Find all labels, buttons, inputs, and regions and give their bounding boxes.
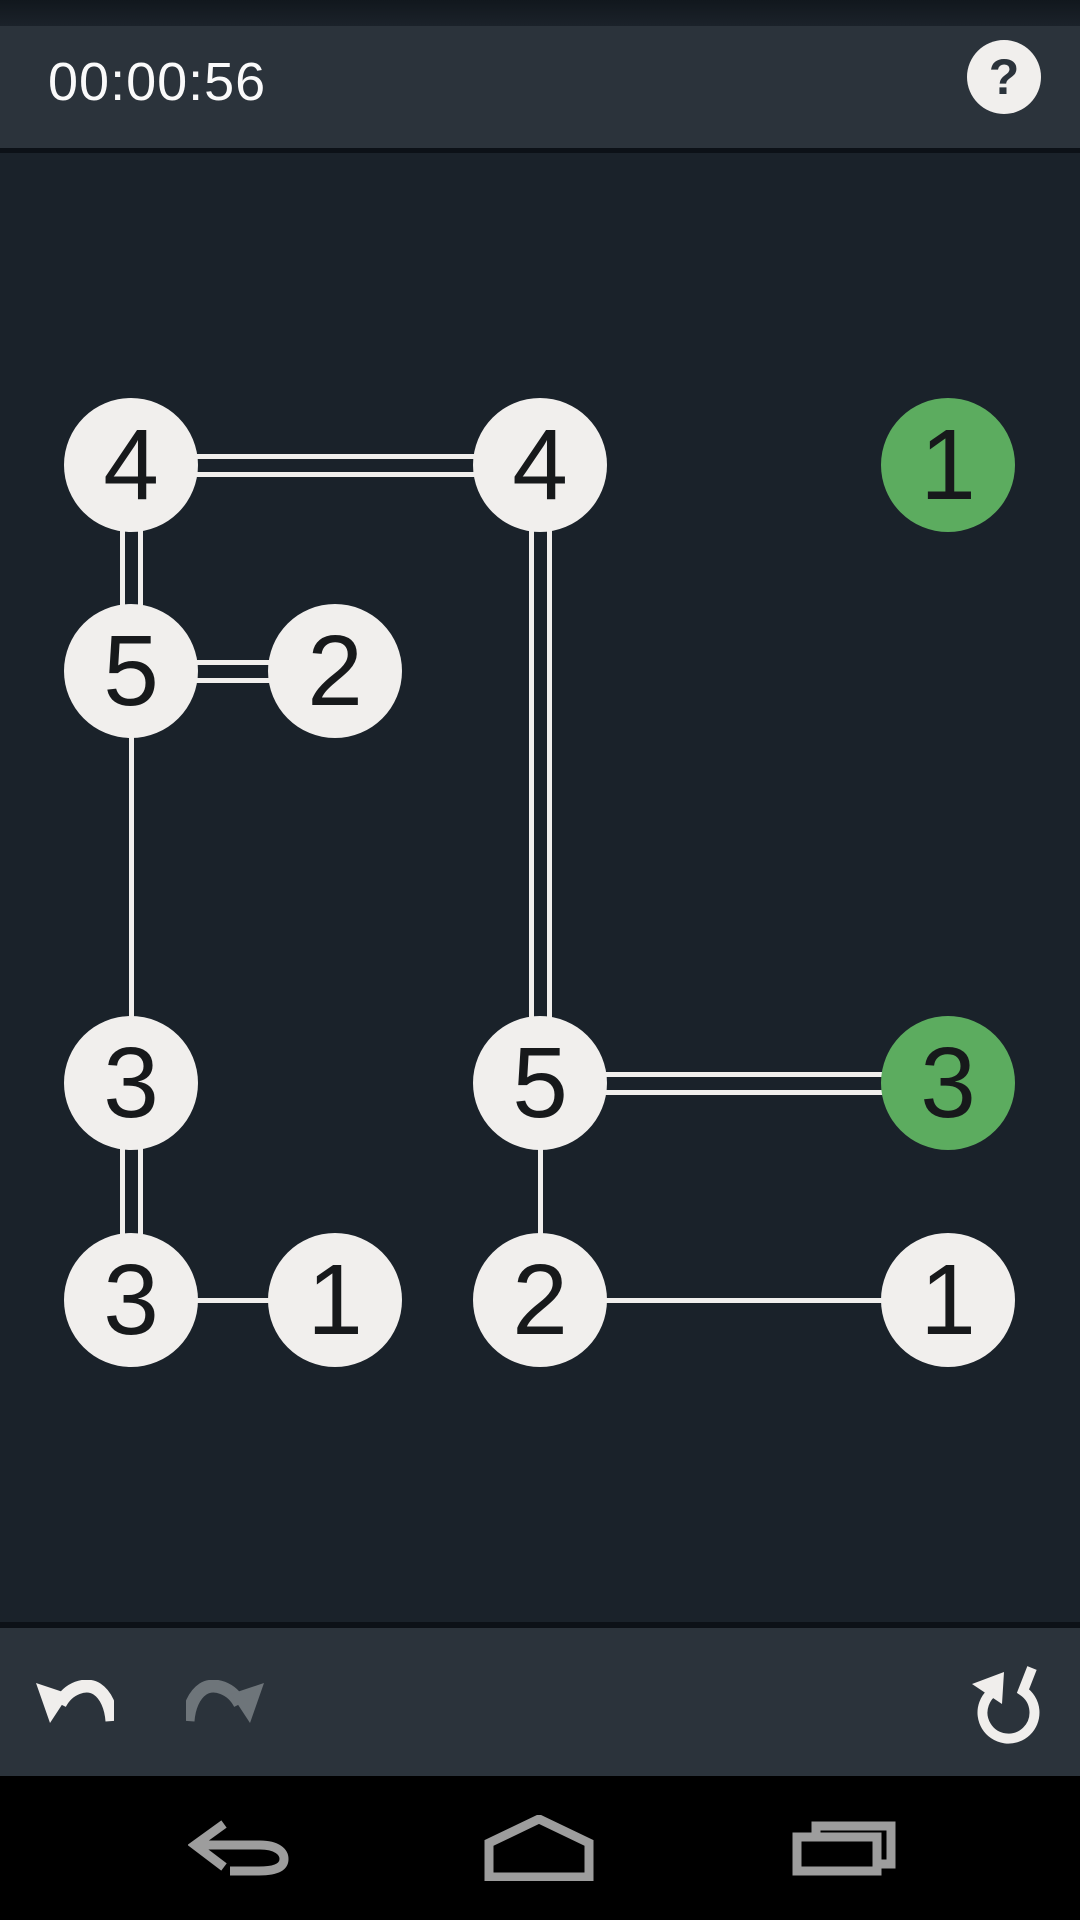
restart-icon xyxy=(972,1666,1040,1744)
double-bridge-line[interactable] xyxy=(540,1089,948,1095)
island-node-1[interactable]: 1 xyxy=(881,1233,1015,1367)
island-node-2[interactable]: 2 xyxy=(473,1233,607,1367)
single-bridge-line[interactable] xyxy=(128,671,134,1083)
question-mark-icon: ? xyxy=(988,49,1020,105)
island-node-3[interactable]: 3 xyxy=(64,1233,198,1367)
status-bar xyxy=(0,0,1080,26)
island-node-5[interactable]: 5 xyxy=(473,1016,607,1150)
redo-button[interactable] xyxy=(160,1642,290,1762)
action-bar xyxy=(0,26,1080,148)
restart-button[interactable] xyxy=(940,1642,1070,1762)
undo-icon xyxy=(36,1680,114,1723)
double-bridge-line[interactable] xyxy=(131,659,335,665)
back-icon xyxy=(188,1820,289,1876)
navigation-bar xyxy=(0,1776,1080,1920)
island-node-3-complete[interactable]: 3 xyxy=(881,1016,1015,1150)
help-button[interactable]: ? xyxy=(967,40,1041,114)
back-button[interactable] xyxy=(150,1776,330,1920)
island-node-5[interactable]: 5 xyxy=(64,604,198,738)
island-node-4[interactable]: 4 xyxy=(473,398,607,532)
single-bridge-line[interactable] xyxy=(540,1297,948,1303)
recents-button[interactable] xyxy=(754,1776,934,1920)
single-bridge-line[interactable] xyxy=(131,1297,335,1303)
undo-button[interactable] xyxy=(10,1642,140,1762)
double-bridge-line[interactable] xyxy=(540,1071,948,1077)
home-button[interactable] xyxy=(449,1776,629,1920)
action-bar-divider xyxy=(0,148,1080,153)
home-icon xyxy=(484,1815,594,1881)
double-bridge-line[interactable] xyxy=(546,465,552,1083)
island-node-3[interactable]: 3 xyxy=(64,1016,198,1150)
redo-icon xyxy=(186,1680,264,1723)
double-bridge-line[interactable] xyxy=(131,677,335,683)
toolbar-divider xyxy=(0,1622,1080,1628)
double-bridge-line[interactable] xyxy=(131,453,540,459)
double-bridge-line[interactable] xyxy=(137,1083,143,1300)
game-area-background xyxy=(0,153,1080,1622)
single-bridge-line[interactable] xyxy=(537,1083,543,1300)
double-bridge-line[interactable] xyxy=(131,471,540,477)
timer-text: 00:00:56 xyxy=(48,52,267,112)
double-bridge-line[interactable] xyxy=(119,465,125,671)
double-bridge-line[interactable] xyxy=(119,1083,125,1300)
island-node-4[interactable]: 4 xyxy=(64,398,198,532)
recents-icon xyxy=(792,1821,896,1876)
double-bridge-line[interactable] xyxy=(528,465,534,1083)
double-bridge-line[interactable] xyxy=(137,465,143,671)
island-node-1[interactable]: 1 xyxy=(268,1233,402,1367)
island-node-2[interactable]: 2 xyxy=(268,604,402,738)
toolbar xyxy=(0,1628,1080,1776)
island-node-1-complete[interactable]: 1 xyxy=(881,398,1015,532)
